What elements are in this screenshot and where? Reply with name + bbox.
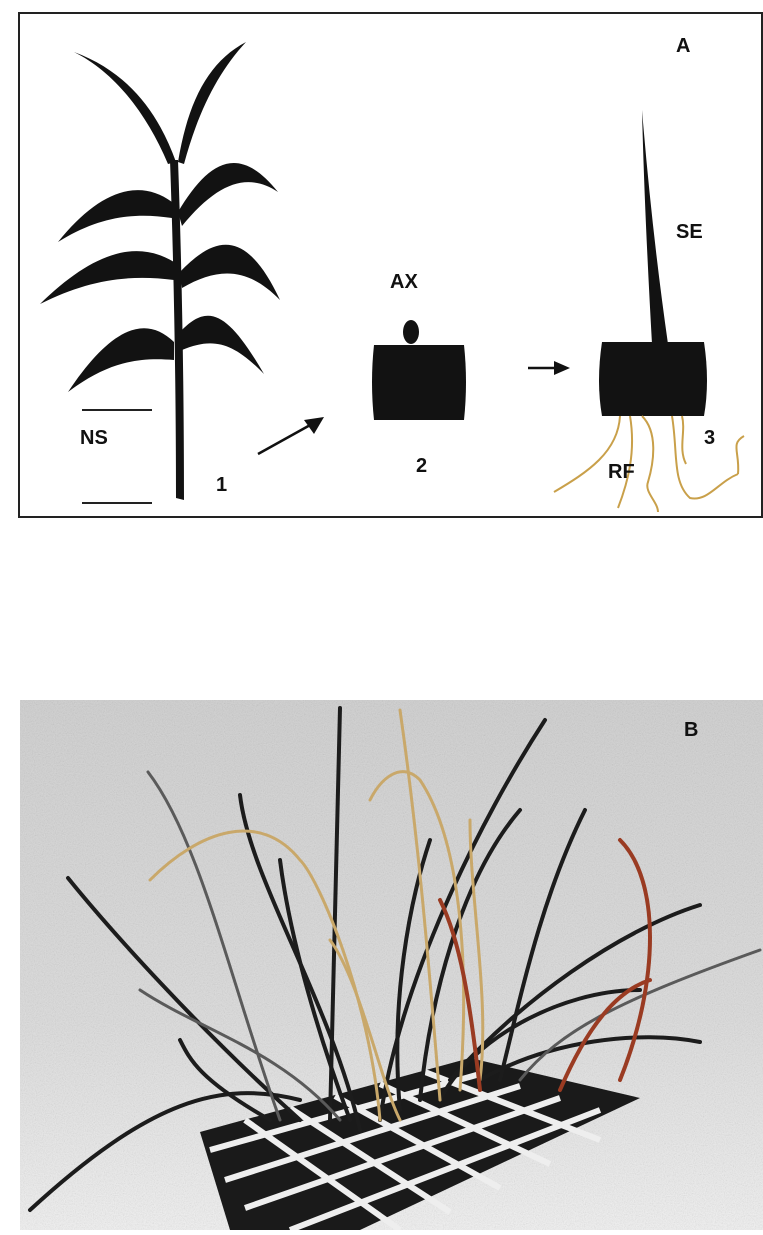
label-se: SE [676,221,703,243]
step-1-number: 1 [216,474,227,496]
panel-b-canvas: B [0,700,763,1230]
axillary-bud [403,320,419,344]
node-section-segment [372,345,466,420]
panel-b-label: B [684,719,698,741]
label-rf: RF [608,461,635,483]
node-segment [599,342,707,416]
panel-b-photo: B [0,700,763,1230]
panel-a-canvas: NS 1 AX 2 [18,12,763,518]
step-3-number: 3 [704,427,715,449]
panel-a-label: A [676,35,690,57]
label-ax: AX [390,271,418,293]
step-2-number: 2 [416,455,427,477]
label-ns: NS [80,427,108,449]
panel-a-diagram: NS 1 AX 2 [18,12,763,518]
